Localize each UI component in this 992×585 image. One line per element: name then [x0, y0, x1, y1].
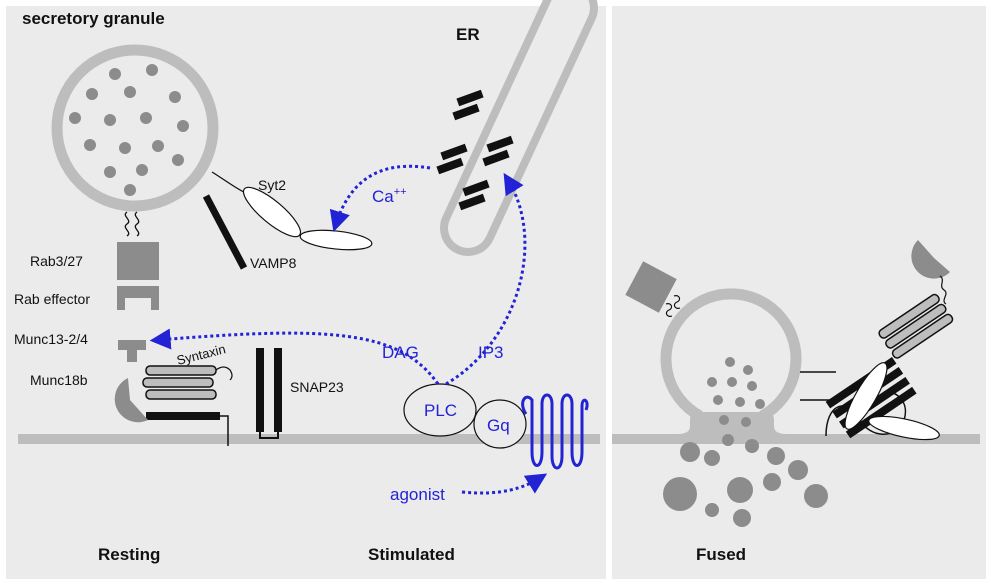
snap23-label: SNAP23: [290, 379, 344, 395]
granule-cargo: [69, 64, 189, 196]
snap23-protein: [256, 348, 282, 439]
plasma-membrane-fused: [612, 412, 980, 444]
plasma-membrane-left: [18, 434, 600, 444]
stimulated-panel-label: Stimulated: [368, 545, 455, 564]
plc-label: PLC: [424, 401, 457, 420]
released-cargo: [663, 357, 828, 527]
fused-panel-label: Fused: [696, 545, 746, 564]
gq-protein: [473, 399, 527, 449]
resting-panel-label: Resting: [98, 545, 160, 564]
calcium-label: Ca++: [372, 186, 407, 206]
fused-syntaxin-protein: [878, 293, 954, 359]
granule-label: secretory granule: [22, 9, 165, 28]
rab-lipid-anchors: [124, 211, 140, 237]
fused-rab-anchors: [665, 295, 681, 317]
ip3-label: IP3: [478, 343, 504, 362]
fused-snare-anchors: [800, 371, 907, 437]
dag-arrow: [149, 328, 440, 385]
er-membrane: [440, 0, 598, 256]
plc-enzyme: [403, 383, 477, 437]
munc13-protein: [118, 340, 146, 362]
gq-label: Gq: [487, 416, 510, 435]
fused-granule-membrane: [660, 288, 802, 421]
rab-label: Rab3/27: [30, 253, 83, 269]
fused-syt2-domain-b: [868, 415, 940, 441]
munc13-label: Munc13-2/4: [14, 331, 88, 347]
fused-syt2-domain-a: [844, 362, 888, 430]
syt2-protein: [211, 171, 373, 251]
vamp8-protein: [202, 194, 248, 270]
syntaxin-protein: [142, 365, 233, 446]
fused-munc18-linker: [939, 275, 947, 305]
rab-effector-protein: [117, 286, 159, 310]
agonist-arrow: [461, 473, 548, 495]
fused-rab-protein: [625, 261, 677, 313]
er-calcium-channels: [436, 89, 514, 211]
syt2-label: Syt2: [258, 177, 286, 193]
munc18-protein: [114, 378, 148, 423]
ip3-arrow: [445, 172, 527, 386]
rab-protein: [117, 242, 159, 280]
dag-label: DAG: [382, 343, 419, 362]
agonist-label: agonist: [390, 485, 445, 504]
calcium-arrow: [329, 164, 431, 233]
gpcr-receptor: [521, 393, 589, 470]
er-label: ER: [456, 25, 480, 44]
secretory-granule: [51, 44, 219, 212]
vamp8-label: VAMP8: [250, 255, 297, 271]
rab-effector-label: Rab effector: [14, 291, 90, 307]
munc18-label: Munc18b: [30, 372, 88, 388]
fused-munc18-protein: [911, 240, 950, 279]
